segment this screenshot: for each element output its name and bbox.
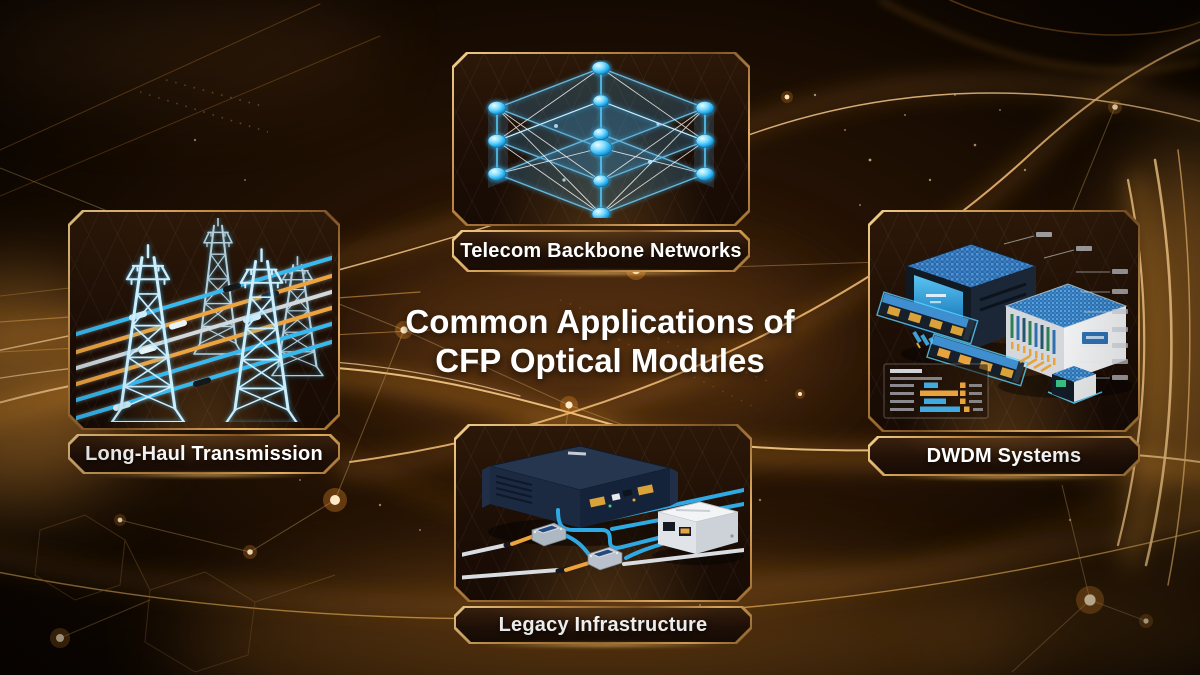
banner-telecom-backbone: Telecom Backbone Networks (452, 230, 750, 272)
fiber-cables (76, 255, 332, 421)
banner-dwdm: DWDM Systems (868, 436, 1140, 476)
main-title: Common Applications of CFP Optical Modul… (320, 296, 880, 388)
banner-background (870, 438, 1138, 474)
legacy-dsub-adapter (531, 522, 567, 547)
banner-background (70, 436, 338, 472)
banner-label: Legacy Infrastructure (498, 613, 708, 636)
title-line-2: CFP Optical Modules (435, 342, 765, 379)
hex-wireframes (34, 514, 336, 673)
banner-background (454, 232, 748, 270)
banner-label: Long-Haul Transmission (85, 442, 323, 465)
banner-long-haul: Long-Haul Transmission (68, 434, 340, 474)
panel-long-haul (68, 210, 340, 430)
panel-telecom-backbone (452, 52, 750, 226)
mesh-nodes (487, 61, 715, 218)
banner-background (456, 608, 750, 642)
panel-legacy (454, 424, 752, 602)
banner-legacy: Legacy Infrastructure (454, 606, 752, 644)
legacy-dsub-adapter (587, 546, 623, 571)
legacy-dark-device (482, 445, 678, 528)
mesh-sparkles (554, 122, 660, 182)
spec-legend (883, 363, 989, 419)
legacy-cables-front (462, 508, 664, 574)
callout-annotations (1003, 232, 1128, 380)
dwdm-small-module (1019, 354, 1103, 404)
dwdm-line-card (926, 333, 1029, 387)
title-line-1: Common Applications of (405, 303, 795, 341)
network-mesh-illustration (487, 61, 715, 218)
dwdm-line-card (876, 291, 979, 345)
legacy-white-device (657, 501, 739, 554)
legacy-device-ports (589, 484, 654, 508)
legacy-devices-illustration (462, 445, 744, 580)
banner-label: DWDM Systems (926, 444, 1082, 467)
mesh-cross-links (496, 67, 706, 215)
dwdm-hardware-illustration (876, 232, 1132, 419)
transmission-towers-illustration (76, 218, 332, 422)
panel-dwdm (868, 210, 1140, 432)
banner-label: Telecom Backbone Networks (460, 239, 742, 262)
